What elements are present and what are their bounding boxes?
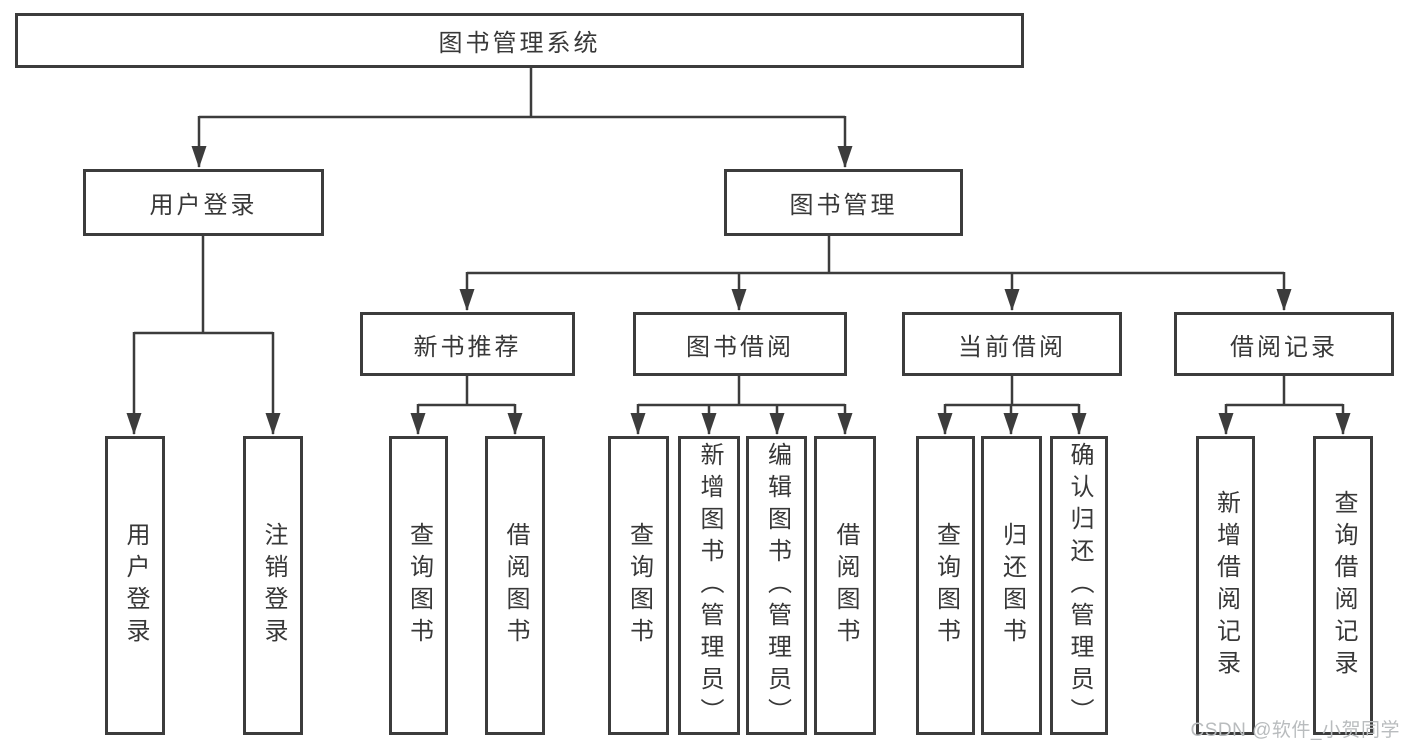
node-label: 用户登录 (122, 521, 149, 650)
node-label: 新书推荐 (413, 333, 522, 361)
leaf-query-books-current: 查询图书 (916, 436, 975, 735)
node-label: 新增图书（管理员） (696, 441, 723, 730)
connector-current-children (937, 376, 1087, 435)
leaf-borrow-books-borrow: 借阅图书 (814, 436, 876, 735)
node-label: 新增借阅记录 (1212, 489, 1240, 682)
connector-borrow-children (630, 376, 853, 435)
leaf-logout: 注销登录 (243, 436, 303, 735)
node-label: 用户登录 (149, 192, 258, 219)
node-label: 图书借阅 (686, 333, 794, 361)
connector-book-mgmt-children (459, 236, 1292, 311)
node-label: 查询借阅记录 (1330, 489, 1357, 682)
node-book-borrow: 图书借阅 (633, 312, 847, 376)
node-label: 查询图书 (625, 521, 653, 650)
node-borrow-records: 借阅记录 (1174, 312, 1394, 376)
node-label: 借阅图书 (502, 521, 529, 650)
connector-newbook-children (410, 376, 523, 435)
node-label: 图书管理 (789, 192, 898, 219)
leaf-borrow-books-newbook: 借阅图书 (485, 436, 545, 735)
node-label: 当前借阅 (958, 333, 1066, 361)
node-label: 归还图书 (998, 521, 1026, 650)
node-label: 借阅图书 (832, 521, 859, 650)
node-new-book-recommend: 新书推荐 (360, 312, 575, 376)
node-root: 图书管理系统 (15, 13, 1024, 68)
connector-records-children (1218, 376, 1351, 435)
node-current-borrow: 当前借阅 (902, 312, 1122, 376)
node-label: 查询图书 (405, 521, 433, 650)
node-label: 查询图书 (932, 521, 960, 650)
leaf-add-book-admin: 新增图书（管理员） (678, 436, 740, 735)
node-book-management: 图书管理 (724, 169, 963, 236)
leaf-return-book: 归还图书 (981, 436, 1042, 735)
leaf-confirm-return-admin: 确认归还（管理员） (1050, 436, 1108, 735)
leaf-user-login: 用户登录 (105, 436, 165, 735)
leaf-query-books-borrow: 查询图书 (608, 436, 669, 735)
node-label: 编辑图书（管理员） (763, 441, 791, 730)
leaf-edit-book-admin: 编辑图书（管理员） (746, 436, 807, 735)
node-label: 借阅记录 (1230, 333, 1338, 361)
node-label: 图书管理系统 (438, 30, 601, 57)
node-label: 确认归还（管理员） (1066, 441, 1093, 730)
node-user-login: 用户登录 (83, 169, 324, 236)
connector-root-to-level2 (191, 68, 853, 168)
connector-user-login-children (126, 236, 281, 435)
leaf-add-borrow-record: 新增借阅记录 (1196, 436, 1255, 735)
watermark: CSDN @软件_小贺同学 (1190, 720, 1400, 741)
leaf-query-borrow-record: 查询借阅记录 (1313, 436, 1373, 735)
leaf-query-books-newbook: 查询图书 (389, 436, 448, 735)
node-label: 注销登录 (260, 521, 287, 650)
